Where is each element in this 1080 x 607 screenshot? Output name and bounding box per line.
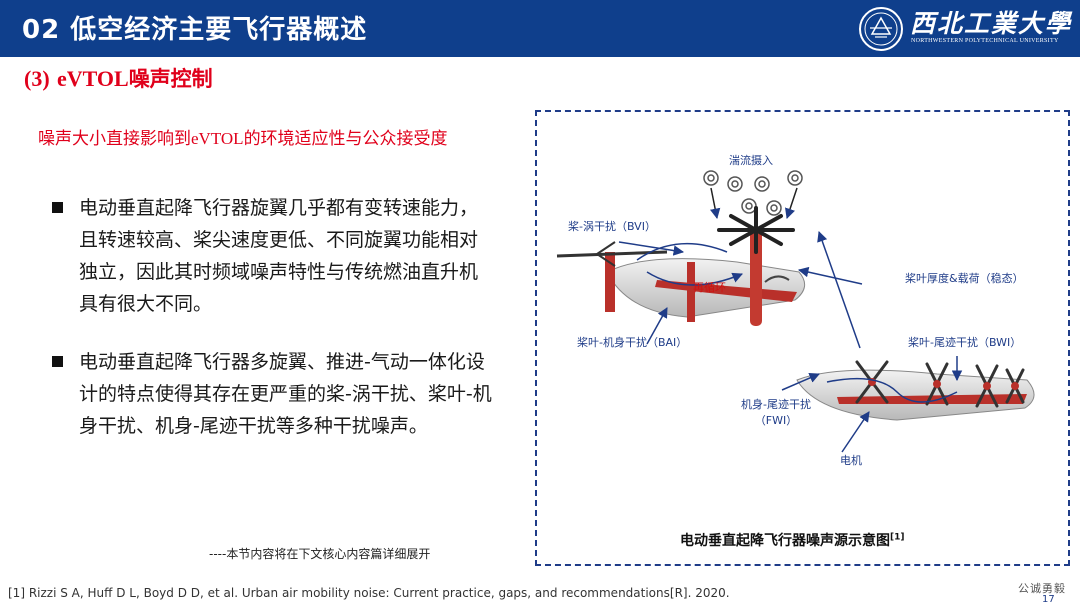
section-title-latin: eVTOL: [56, 66, 129, 91]
square-bullet-icon: [52, 202, 63, 213]
key-statement-latin: eVTOL: [191, 129, 244, 148]
bullet-item: 电动垂直起降飞行器多旋翼、推进-气动一体化设计的特点使得其存在更严重的桨-涡干扰…: [52, 346, 492, 442]
label-thickness-loading: 桨叶厚度&载荷（稳态）: [905, 272, 1024, 285]
page-title: 02 低空经济主要飞行器概述: [22, 15, 368, 45]
bullet-text: 电动垂直起降飞行器旋翼几乎都有变转速能力，且转速较高、桨尖速度更低、不同旋翼功能…: [79, 197, 479, 315]
evtol-aircraft-1: [556, 206, 806, 326]
header-bar: 02 低空经济主要飞行器概述 西北工業大學 NORTHWESTERN POLYT…: [0, 0, 1080, 57]
figure-caption-text: 电动垂直起降飞行器噪声源示意图: [680, 533, 890, 549]
turbulence-swirls: [703, 170, 803, 216]
label-bvi: 桨-涡干扰（BVI）: [568, 220, 656, 233]
key-statement: 噪声大小直接影响到eVTOL的环境适应性与公众接受度: [38, 124, 448, 149]
bullet-text: 电动垂直起降飞行器多旋翼、推进-气动一体化设计的特点使得其存在更严重的桨-涡干扰…: [79, 351, 492, 437]
key-statement-part2: 的环境适应性与公众接受度: [243, 129, 448, 149]
label-bwi: 桨叶-尾迹干扰（BWI）: [908, 336, 1022, 349]
label-fwi-line2: （FWI）: [754, 414, 798, 427]
university-motto: 公诚勇毅: [1018, 582, 1066, 595]
figure-frame: [535, 110, 1070, 566]
reference-citation: [1] Rizzi S A, Huff D L, Boyd D D, et al…: [8, 586, 730, 600]
bullet-item: 电动垂直起降飞行器旋翼几乎都有变转速能力，且转速较高、桨尖速度更低、不同旋翼功能…: [52, 192, 492, 320]
section-note: ----本节内容将在下文核心内容篇详细展开: [209, 547, 431, 561]
evtol-aircraft-2: [796, 360, 1035, 421]
label-turbulence-ingestion: 湍流摄入: [729, 154, 773, 167]
university-logo: 西北工業大學 NORTHWESTERN POLYTECHNICAL UNIVER…: [858, 4, 1070, 52]
key-statement-part1: 噪声大小直接影响到: [38, 129, 191, 149]
section-title: (3) eVTOL噪声控制: [24, 63, 213, 93]
university-seal-icon: [859, 7, 903, 51]
section-title-cn: 噪声控制: [128, 67, 213, 91]
section-number: (3): [24, 66, 50, 91]
logo-chinese-name: 西北工業大學: [910, 9, 1073, 38]
figure-caption: 电动垂直起降飞行器噪声源示意图[1]: [680, 530, 905, 550]
label-fwi: 机身-尾迹干扰 （FWI）: [724, 396, 828, 428]
square-bullet-icon: [52, 356, 63, 367]
figure-caption-ref: [1]: [890, 532, 905, 543]
page-number: 17: [1042, 594, 1055, 605]
label-recirculation: 再循环: [693, 281, 726, 294]
noise-source-diagram: [556, 170, 1035, 453]
label-fwi-line1: 机身-尾迹干扰: [741, 398, 811, 411]
logo-english-name: NORTHWESTERN POLYTECHNICAL UNIVERSITY: [911, 38, 1059, 44]
label-motor: 电机: [840, 454, 862, 467]
label-bai: 桨叶-机身干扰（BAI）: [577, 336, 688, 349]
